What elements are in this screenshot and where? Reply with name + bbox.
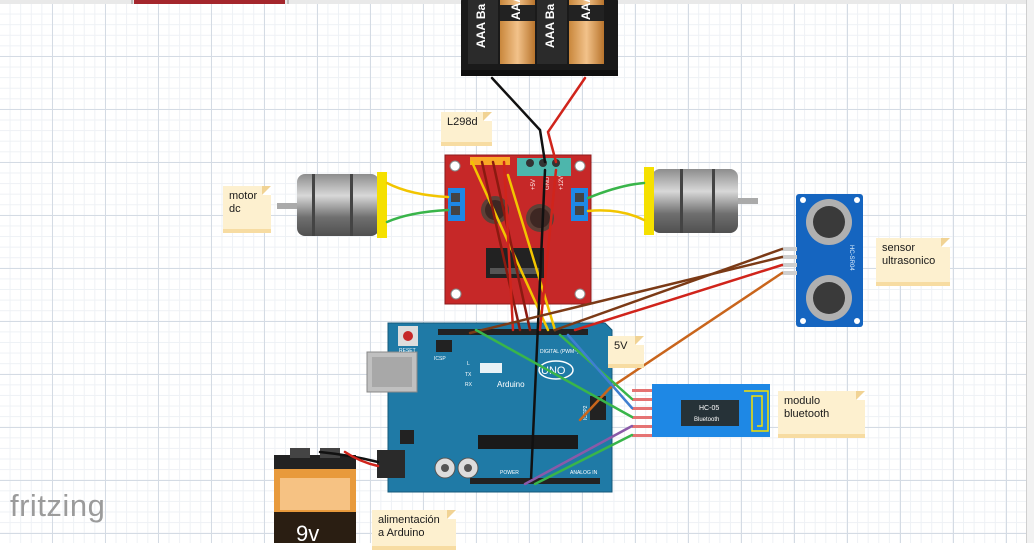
wire-bt-green3 [533, 433, 634, 486]
bluetooth-sublabel: Bluetooth [694, 417, 719, 423]
hc-sr04-ultrasonic-sensor[interactable]: HC-SR04 [782, 194, 863, 327]
wire-9v-red [343, 450, 380, 468]
wire-battery-red [546, 76, 587, 164]
l298n-driver-board[interactable]: +12V GND +5V [444, 154, 592, 305]
tx-label: TX [465, 372, 472, 378]
aaa-battery-pack[interactable]: AAA Ba AAA Ba AAA Ba AAA Ba [461, 0, 618, 76]
wire-left-motor-green [385, 208, 450, 224]
tab-separator [131, 0, 133, 4]
arduino-model: UNO [541, 365, 566, 377]
bluetooth-model-label: HC-05 [699, 405, 719, 412]
icsp-label: ICSP [434, 356, 446, 362]
right-dc-motor[interactable] [644, 167, 758, 235]
active-tab-indicator[interactable] [134, 0, 285, 4]
wire-sensor-gnd [578, 271, 784, 422]
nine-volt-battery[interactable]: 9v [274, 448, 356, 543]
wire-5v-red [538, 168, 558, 332]
wire-in-yellow [470, 160, 550, 332]
l298n-gnd-label: GND [545, 176, 551, 190]
wire-in-dark2 [491, 160, 532, 332]
wire-sensor-trig [468, 255, 784, 335]
reset-label: RESET [399, 348, 416, 354]
wire-bt-purple [523, 424, 634, 486]
left-dc-motor[interactable] [277, 172, 387, 238]
wires [318, 76, 784, 486]
battery-voltage-label: 9v [296, 521, 319, 543]
l-label: L [467, 361, 470, 367]
note-sensor-ultrasonico[interactable]: sensor ultrasonico [876, 238, 950, 286]
wire-right-motor-green [586, 181, 646, 200]
sensor-model-label: HC-SR04 [848, 245, 854, 271]
wire-in-red [502, 160, 515, 332]
wire-left-motor-yellow [385, 181, 450, 199]
wire-gnd-black [529, 168, 547, 482]
note-motor-dc[interactable]: motor dc [223, 186, 271, 233]
note-modulo-bluetooth[interactable]: modulo bluetooth [778, 391, 865, 438]
l298n-12v-label: +12V [559, 176, 565, 190]
wire-enable-yellow [506, 173, 557, 332]
wire-right-motor-yellow [586, 209, 646, 222]
wire-sensor-vcc [553, 247, 784, 332]
fritzing-logo: fritzing [10, 488, 106, 523]
wire-in-dark [480, 160, 522, 332]
tab-separator [287, 0, 289, 4]
vertical-scrollbar[interactable] [1026, 0, 1034, 543]
wire-bt-green2 [474, 328, 634, 419]
battery-cell-label: AAA Ba [474, 3, 488, 48]
battery-cell-label: AAA Ba [543, 3, 557, 48]
battery-cell-label: AAA Ba [579, 0, 593, 20]
wire-bt-blue [566, 333, 634, 410]
note-l298d[interactable]: L298d [441, 112, 492, 146]
arduino-uno-board[interactable]: RESET ICSP ICSP2 Arduino UNO TX RX L DIG… [366, 322, 613, 493]
wire-sensor-echo [573, 263, 784, 332]
l298n-5v-label: +5V [531, 179, 537, 190]
arduino-brand: Arduino [497, 380, 525, 389]
digital-header-label: DIGITAL (PWM~) [540, 349, 579, 355]
note-alimentacion-arduino[interactable]: alimentación a Arduino [372, 510, 456, 550]
hc05-bluetooth-module[interactable]: HC-05 Bluetooth [632, 384, 770, 437]
note-5v[interactable]: 5V [608, 336, 644, 368]
analog-header-label: ANALOG IN [570, 470, 598, 476]
rx-label: RX [465, 382, 473, 388]
wire-battery-black [490, 76, 547, 164]
power-header-label: POWER [500, 470, 519, 476]
battery-cell-label: AAA Ba [509, 0, 523, 20]
